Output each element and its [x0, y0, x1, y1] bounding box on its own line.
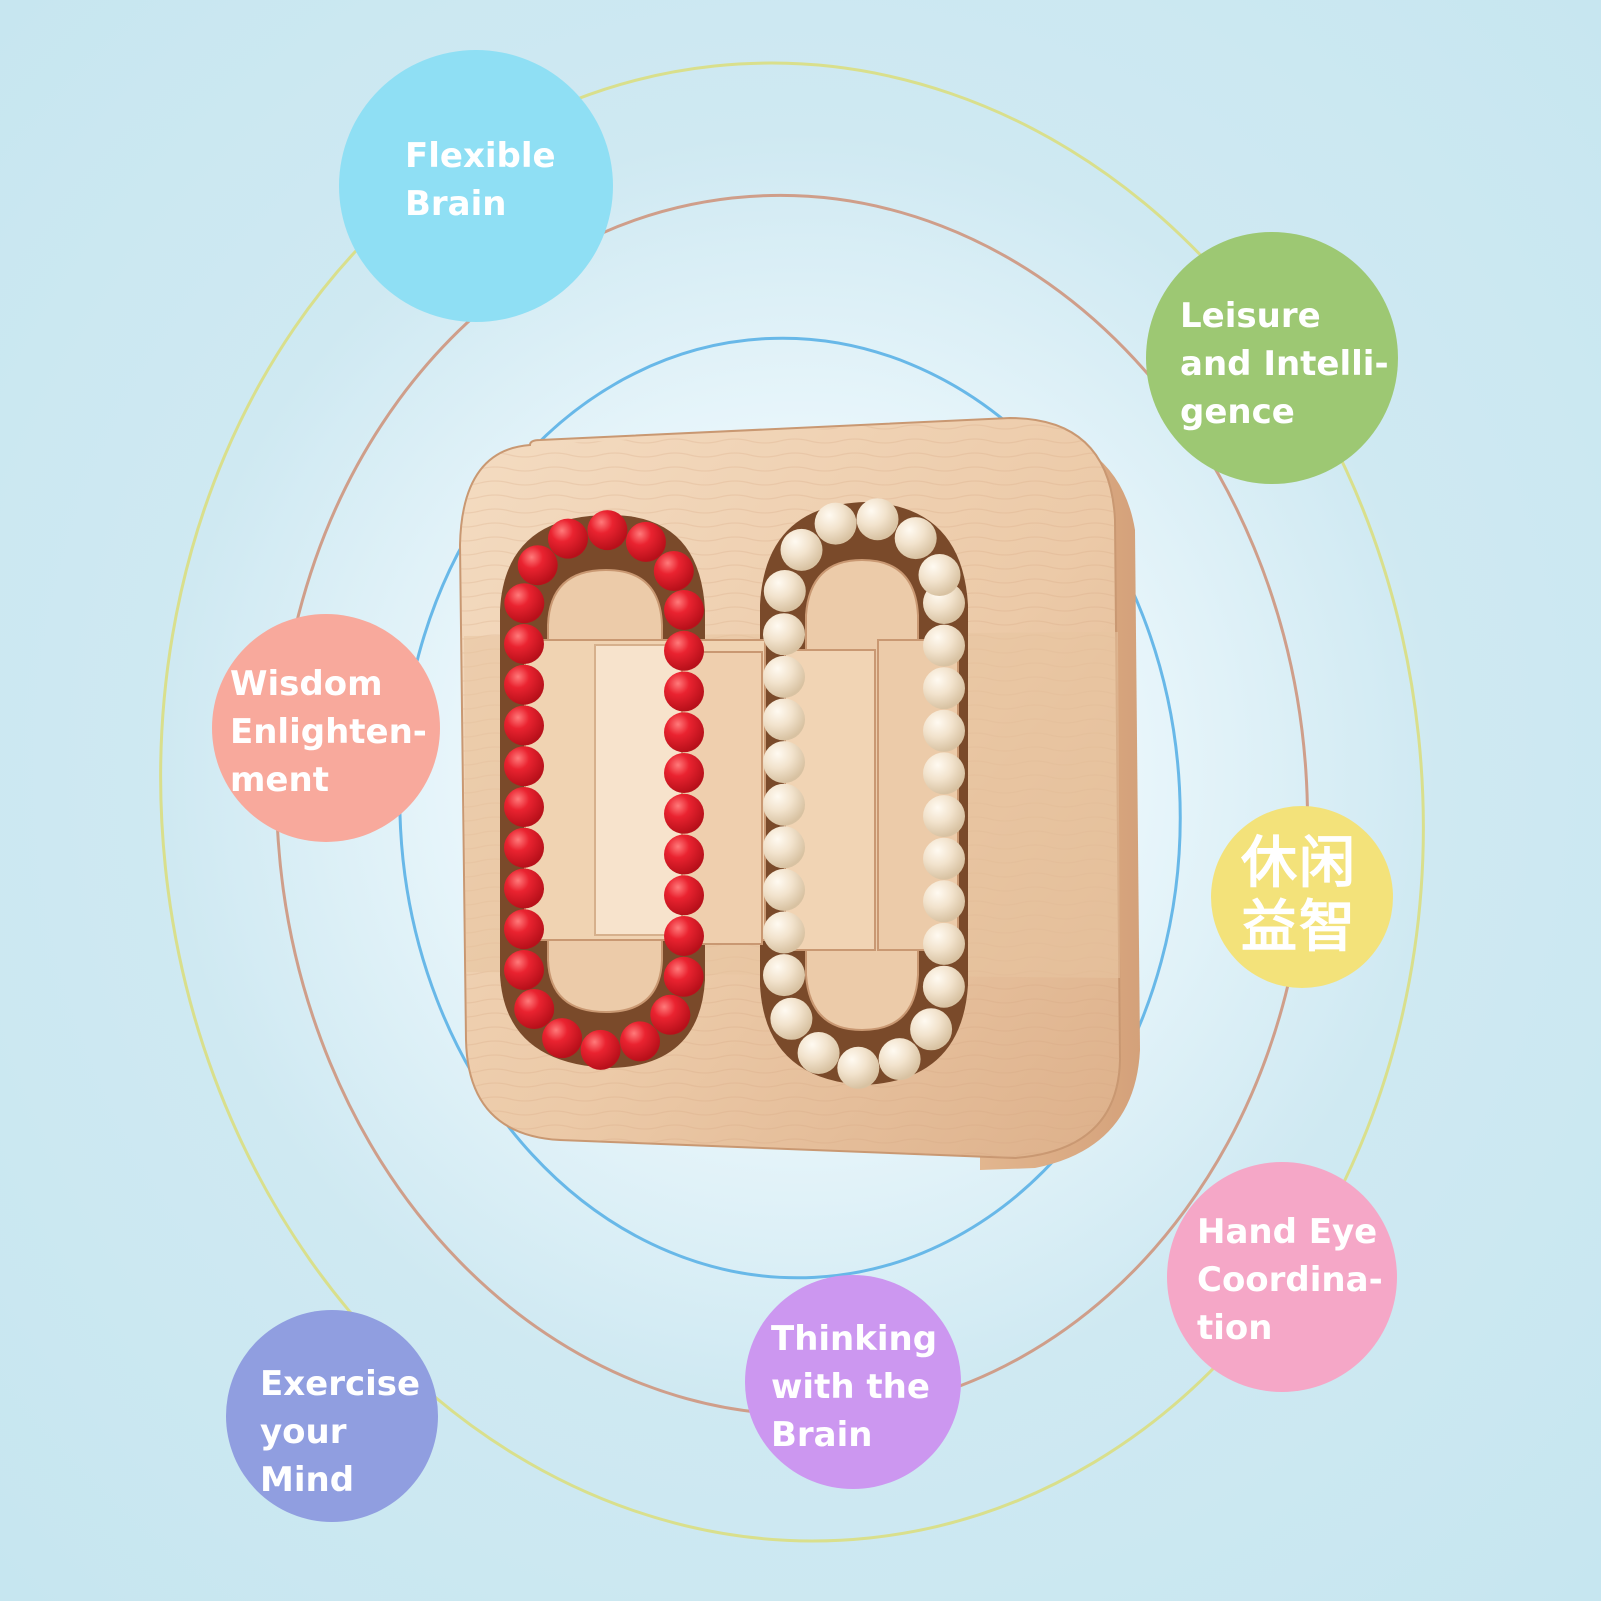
cream-bead — [923, 624, 965, 667]
cream-bead — [923, 837, 965, 880]
cream-bead — [856, 498, 899, 541]
cream-bead — [763, 741, 805, 784]
cream-bead — [763, 570, 806, 612]
cream-bead — [763, 613, 805, 656]
red-bead — [650, 994, 691, 1035]
red-bead — [664, 753, 704, 793]
cream-bead — [780, 528, 823, 571]
red-bead — [620, 1021, 660, 1062]
red-bead — [664, 671, 704, 712]
cream-bead — [763, 954, 805, 997]
cream-bead — [910, 1008, 953, 1051]
cream-bead — [797, 1032, 840, 1074]
orbit-outer — [159, 61, 1425, 1543]
cream-bead — [923, 709, 965, 752]
cream-bead — [770, 997, 813, 1040]
cream-bead — [763, 826, 805, 869]
red-bead — [664, 712, 704, 753]
cream-bead — [763, 911, 805, 954]
red-bead — [517, 545, 558, 586]
bubble-chinese-label: 休闲 益智 — [1211, 806, 1393, 988]
red-bead — [504, 746, 544, 787]
bubble-label: Wisdom Enlighten- ment — [230, 664, 427, 800]
cream-bead — [923, 880, 965, 923]
red-bead — [664, 793, 704, 834]
wooden-puzzle — [458, 416, 1140, 1170]
cream-bead — [763, 655, 805, 698]
red-bead — [504, 705, 544, 746]
bubble-flexible-brain: Flexible Brain — [339, 50, 613, 322]
bubble-label: Leisure and Intelli- gence — [1180, 296, 1389, 432]
red-bead — [504, 909, 544, 950]
red-bead — [653, 551, 694, 591]
red-bead — [625, 521, 666, 562]
bubble-leisure-intelligence: Leisure and Intelli- gence — [1146, 232, 1398, 484]
red-bead — [504, 950, 544, 990]
red-bead — [504, 583, 545, 624]
cream-bead — [763, 698, 805, 741]
red-bead — [514, 989, 555, 1029]
cream-bead — [878, 1038, 921, 1081]
red-bead — [504, 868, 544, 909]
red-bead — [664, 875, 704, 916]
bubble-label: Flexible Brain — [405, 136, 556, 224]
cream-bead — [923, 667, 965, 710]
red-bead — [664, 916, 704, 956]
red-bead — [664, 590, 704, 630]
bubble-label: 休闲 益智 — [1241, 831, 1357, 960]
cream-bead — [763, 868, 805, 911]
cream-bead — [918, 554, 961, 596]
red-bead — [504, 787, 544, 827]
bubble-hand-eye-coordination: Hand Eye Coordina- tion — [1167, 1162, 1397, 1392]
cream-bead — [923, 922, 965, 965]
orbit-inner — [398, 336, 1182, 1280]
bubble-label: Thinking with the Brain — [771, 1319, 938, 1455]
bubble-exercise-mind: Exercise your Mind — [226, 1310, 438, 1522]
red-bead — [663, 956, 704, 997]
red-bead — [664, 834, 704, 875]
red-bead — [664, 630, 704, 671]
cream-bead — [837, 1046, 880, 1089]
bubble-label: Exercise your Mind — [260, 1364, 421, 1500]
red-bead-group — [504, 510, 704, 1070]
cream-bead — [894, 517, 937, 560]
bubble-wisdom-enlightenment: Wisdom Enlighten- ment — [212, 614, 440, 842]
bubble-thinking-with-brain: Thinking with the Brain — [745, 1275, 961, 1489]
red-bead — [580, 1029, 621, 1070]
red-bead — [504, 827, 544, 868]
cream-bead — [923, 795, 965, 838]
red-bead — [548, 518, 588, 559]
cream-bead — [922, 965, 965, 1008]
bubble-label: Hand Eye Coordina- tion — [1197, 1212, 1383, 1348]
cream-bead — [814, 502, 857, 545]
cream-bead — [923, 752, 965, 795]
red-bead — [587, 510, 628, 551]
cream-bead — [763, 783, 805, 826]
cream-bead-group — [763, 498, 965, 1089]
red-bead — [504, 624, 544, 664]
red-bead — [504, 664, 544, 705]
red-bead — [542, 1018, 583, 1059]
